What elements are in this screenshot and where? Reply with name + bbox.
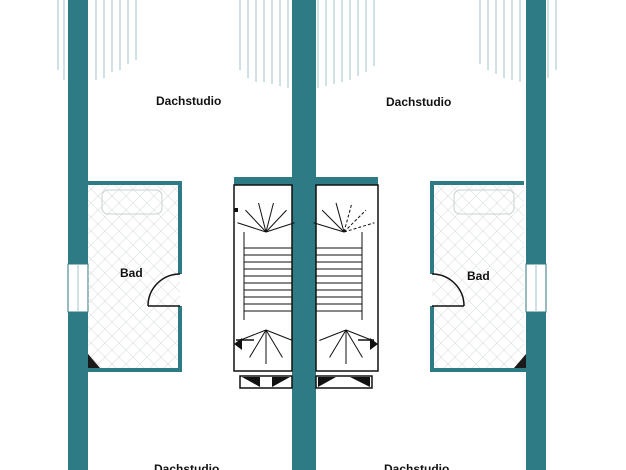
room-label-bath-right: Bad (467, 269, 490, 283)
bathroom-left (86, 181, 182, 372)
bathroom-right (430, 181, 526, 372)
staircase-right (313, 177, 379, 372)
room-label-bottom-right: Dachstudio (384, 462, 450, 470)
wall-right (526, 0, 546, 470)
staircase-left (233, 177, 295, 372)
roof-beams-left (57, 0, 137, 80)
wall-center (292, 0, 316, 470)
roof-beams-right (479, 0, 557, 82)
room-label-top-right: Dachstudio (386, 95, 452, 109)
room-label-top-left: Dachstudio (156, 94, 222, 108)
landing-blocks (239, 375, 373, 389)
room-label-bath-left: Bad (120, 266, 143, 280)
room-label-bottom-left: Dachstudio (154, 462, 220, 470)
wall-left (68, 0, 88, 470)
roof-beams-center (239, 0, 375, 88)
